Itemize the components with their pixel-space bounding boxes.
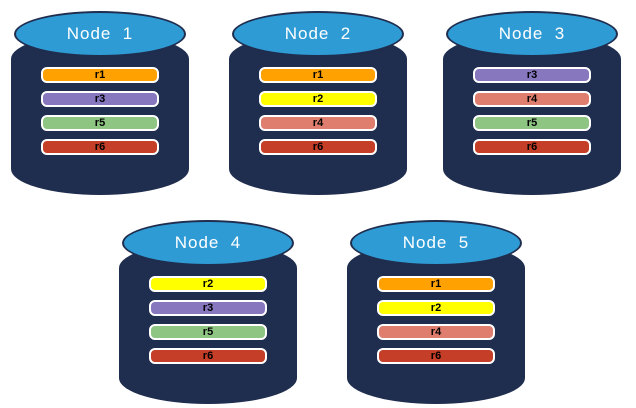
replica-bar-r4: r4 [377, 324, 495, 340]
db-cylinder-body [229, 33, 407, 195]
replica-bar-r4: r4 [259, 115, 377, 131]
replica-label: r1 [430, 277, 442, 290]
replica-bar-r3: r3 [149, 300, 267, 316]
replica-bar-list: r1 r3 r5 r6 [41, 67, 159, 163]
db-cylinder-top: Node 5 [350, 220, 522, 266]
replica-bar-r6: r6 [377, 348, 495, 364]
node-title: Node 3 [498, 24, 566, 43]
replica-bar-r4: r4 [473, 91, 591, 107]
replica-label: r6 [430, 349, 442, 362]
db-cylinder-top: Node 3 [446, 11, 618, 57]
db-node-3: r3 r4 r5 r6 Node 3 [443, 11, 621, 195]
db-node-4: r2 r3 r5 r6 Node 4 [119, 220, 297, 404]
db-cylinder-body [347, 242, 525, 404]
replica-bar-r6: r6 [259, 139, 377, 155]
replica-bar-r6: r6 [473, 139, 591, 155]
replica-bar-r2: r2 [149, 276, 267, 292]
db-cylinder-top: Node 4 [122, 220, 294, 266]
replica-label: r2 [430, 301, 442, 314]
replica-label: r1 [94, 68, 106, 81]
replica-bar-r1: r1 [377, 276, 495, 292]
replica-label: r6 [202, 349, 214, 362]
replica-label: r1 [312, 68, 324, 81]
replica-bar-r3: r3 [473, 67, 591, 83]
replica-bar-r1: r1 [259, 67, 377, 83]
node-title: Node 5 [402, 233, 470, 252]
replica-label: r5 [526, 116, 538, 129]
node-title: Node 1 [66, 24, 134, 43]
replica-bar-r2: r2 [377, 300, 495, 316]
replica-label: r3 [526, 68, 538, 81]
replica-label: r5 [202, 325, 214, 338]
replica-label: r4 [312, 116, 324, 129]
node-title: Node 4 [174, 233, 242, 252]
replica-label: r6 [312, 140, 324, 153]
replica-label: r2 [202, 277, 214, 290]
replica-bar-list: r3 r4 r5 r6 [473, 67, 591, 163]
replica-label: r4 [430, 325, 442, 338]
replica-bar-r1: r1 [41, 67, 159, 83]
replica-bar-r2: r2 [259, 91, 377, 107]
db-cylinder-body [443, 33, 621, 195]
db-cylinder-top: Node 2 [232, 11, 404, 57]
replica-label: r6 [94, 140, 106, 153]
replica-label: r4 [526, 92, 538, 105]
replica-bar-r5: r5 [41, 115, 159, 131]
replica-label: r3 [202, 301, 214, 314]
replica-bar-list: r1 r2 r4 r6 [259, 67, 377, 163]
replica-label: r2 [312, 92, 324, 105]
replica-bar-r3: r3 [41, 91, 159, 107]
replica-bar-r5: r5 [473, 115, 591, 131]
node-title: Node 2 [284, 24, 352, 43]
replica-bar-list: r1 r2 r4 r6 [377, 276, 495, 372]
replica-bar-list: r2 r3 r5 r6 [149, 276, 267, 372]
replica-label: r6 [526, 140, 538, 153]
db-cylinder-top: Node 1 [14, 11, 186, 57]
db-node-5: r1 r2 r4 r6 Node 5 [347, 220, 525, 404]
db-cylinder-body [11, 33, 189, 195]
db-cylinder-body [119, 242, 297, 404]
replica-bar-r6: r6 [149, 348, 267, 364]
replica-label: r5 [94, 116, 106, 129]
db-node-1: r1 r3 r5 r6 Node 1 [11, 11, 189, 195]
replica-bar-r6: r6 [41, 139, 159, 155]
replica-bar-r5: r5 [149, 324, 267, 340]
replica-label: r3 [94, 92, 106, 105]
db-node-2: r1 r2 r4 r6 Node 2 [229, 11, 407, 195]
